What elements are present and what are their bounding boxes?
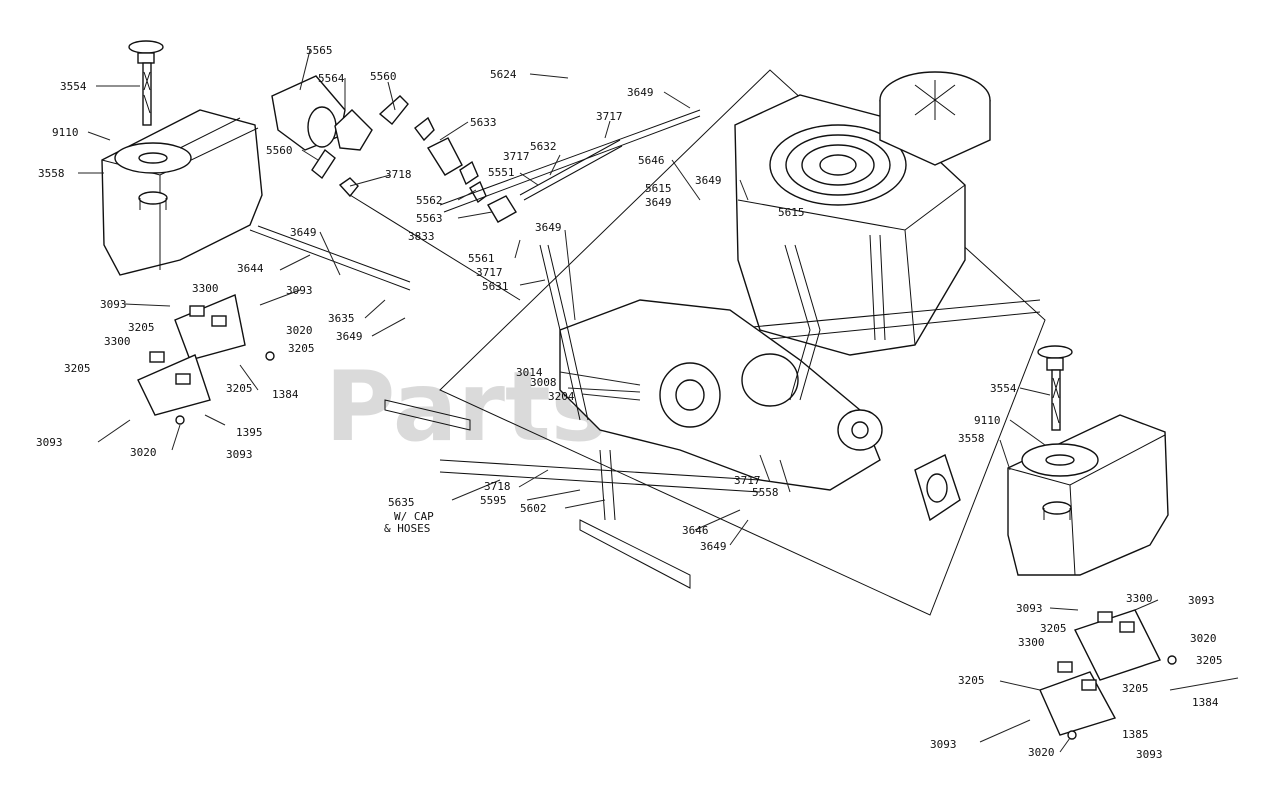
part-label: 3093 <box>930 738 957 751</box>
part-label: 5551 <box>488 166 515 179</box>
part-label: 1395 <box>236 426 263 439</box>
part-label: 3205 <box>288 342 315 355</box>
part-label: 3300 <box>104 335 131 348</box>
part-label: 5564 <box>318 72 345 85</box>
part-label: 5615 <box>645 182 672 195</box>
part-label: 3020 <box>286 324 313 337</box>
part-label: 3717 <box>476 266 503 279</box>
part-label: 3205 <box>958 674 985 687</box>
fuel-filter-parts <box>249 75 701 301</box>
part-label: 3649 <box>700 540 727 553</box>
part-label: 5560 <box>370 70 397 83</box>
part-label: 3205 <box>226 382 253 395</box>
part-label: 3718 <box>385 168 412 181</box>
part-label: 5595 <box>480 494 507 507</box>
part-label: 3300 <box>1018 636 1045 649</box>
part-label: 9110 <box>974 414 1001 427</box>
part-label: 3649 <box>645 196 672 209</box>
part-label: 3300 <box>192 282 219 295</box>
part-label: 5562 <box>416 194 443 207</box>
part-label: W/ CAP <box>394 510 434 523</box>
part-label: 1384 <box>1192 696 1219 709</box>
part-label: 5561 <box>468 252 495 265</box>
part-label: 3205 <box>1122 682 1149 695</box>
part-label: 5563 <box>416 212 443 225</box>
part-label: 1385 <box>1122 728 1149 741</box>
part-label: 3020 <box>130 446 157 459</box>
part-label: 3558 <box>38 167 65 180</box>
right-fuel-tank-assembly <box>1007 345 1169 576</box>
part-label: 9110 <box>52 126 79 139</box>
part-label: 3833 <box>408 230 435 243</box>
part-label: 1384 <box>272 388 299 401</box>
part-label: 5646 <box>638 154 665 167</box>
part-label: 3717 <box>503 150 530 163</box>
part-label: 5565 <box>306 44 333 57</box>
frame-and-engine <box>384 69 1046 616</box>
part-label: 3093 <box>1188 594 1215 607</box>
part-label: 5632 <box>530 140 557 153</box>
part-label: & HOSES <box>384 522 430 535</box>
part-label: 3649 <box>695 174 722 187</box>
part-label: 3300 <box>1126 592 1153 605</box>
part-label: 3020 <box>1028 746 1055 759</box>
part-label: 3205 <box>64 362 91 375</box>
part-label: 3205 <box>1040 622 1067 635</box>
part-label: 5602 <box>520 502 547 515</box>
part-labels: 3554 9110 3558 5565 5564 5560 5560 5633 … <box>36 44 1223 761</box>
part-label: 3649 <box>290 226 317 239</box>
part-label: 3093 <box>286 284 313 297</box>
part-label: 3014 <box>516 366 543 379</box>
part-label: 3205 <box>128 321 155 334</box>
part-label: 5635 <box>388 496 415 509</box>
part-label: 3204 <box>548 390 575 403</box>
part-label: 3093 <box>1016 602 1043 615</box>
part-label: 3646 <box>682 524 709 537</box>
part-label: 3093 <box>36 436 63 449</box>
part-label: 3554 <box>990 382 1017 395</box>
part-label: 3020 <box>1190 632 1217 645</box>
part-label: 3717 <box>734 474 761 487</box>
part-label: 5558 <box>752 486 779 499</box>
part-label: 3635 <box>328 312 355 325</box>
part-label: 5631 <box>482 280 509 293</box>
part-label: 3717 <box>596 110 623 123</box>
part-label: 3093 <box>100 298 127 311</box>
part-label: 3718 <box>484 480 511 493</box>
part-label: 3649 <box>627 86 654 99</box>
leader-lines <box>78 49 1239 753</box>
part-label: 5615 <box>778 206 805 219</box>
right-brackets <box>1039 609 1177 740</box>
part-label: 3008 <box>530 376 557 389</box>
part-label: 5633 <box>470 116 497 129</box>
part-label: 3649 <box>535 221 562 234</box>
part-label: 3649 <box>336 330 363 343</box>
part-label: 5560 <box>266 144 293 157</box>
part-label: 3093 <box>226 448 253 461</box>
part-label: 3205 <box>1196 654 1223 667</box>
part-label: 5624 <box>490 68 517 81</box>
part-label: 3644 <box>237 262 264 275</box>
part-label: 3093 <box>1136 748 1163 761</box>
left-fuel-tank-assembly <box>101 40 263 276</box>
part-label: 3554 <box>60 80 87 93</box>
part-label: 3558 <box>958 432 985 445</box>
left-brackets <box>137 294 275 425</box>
